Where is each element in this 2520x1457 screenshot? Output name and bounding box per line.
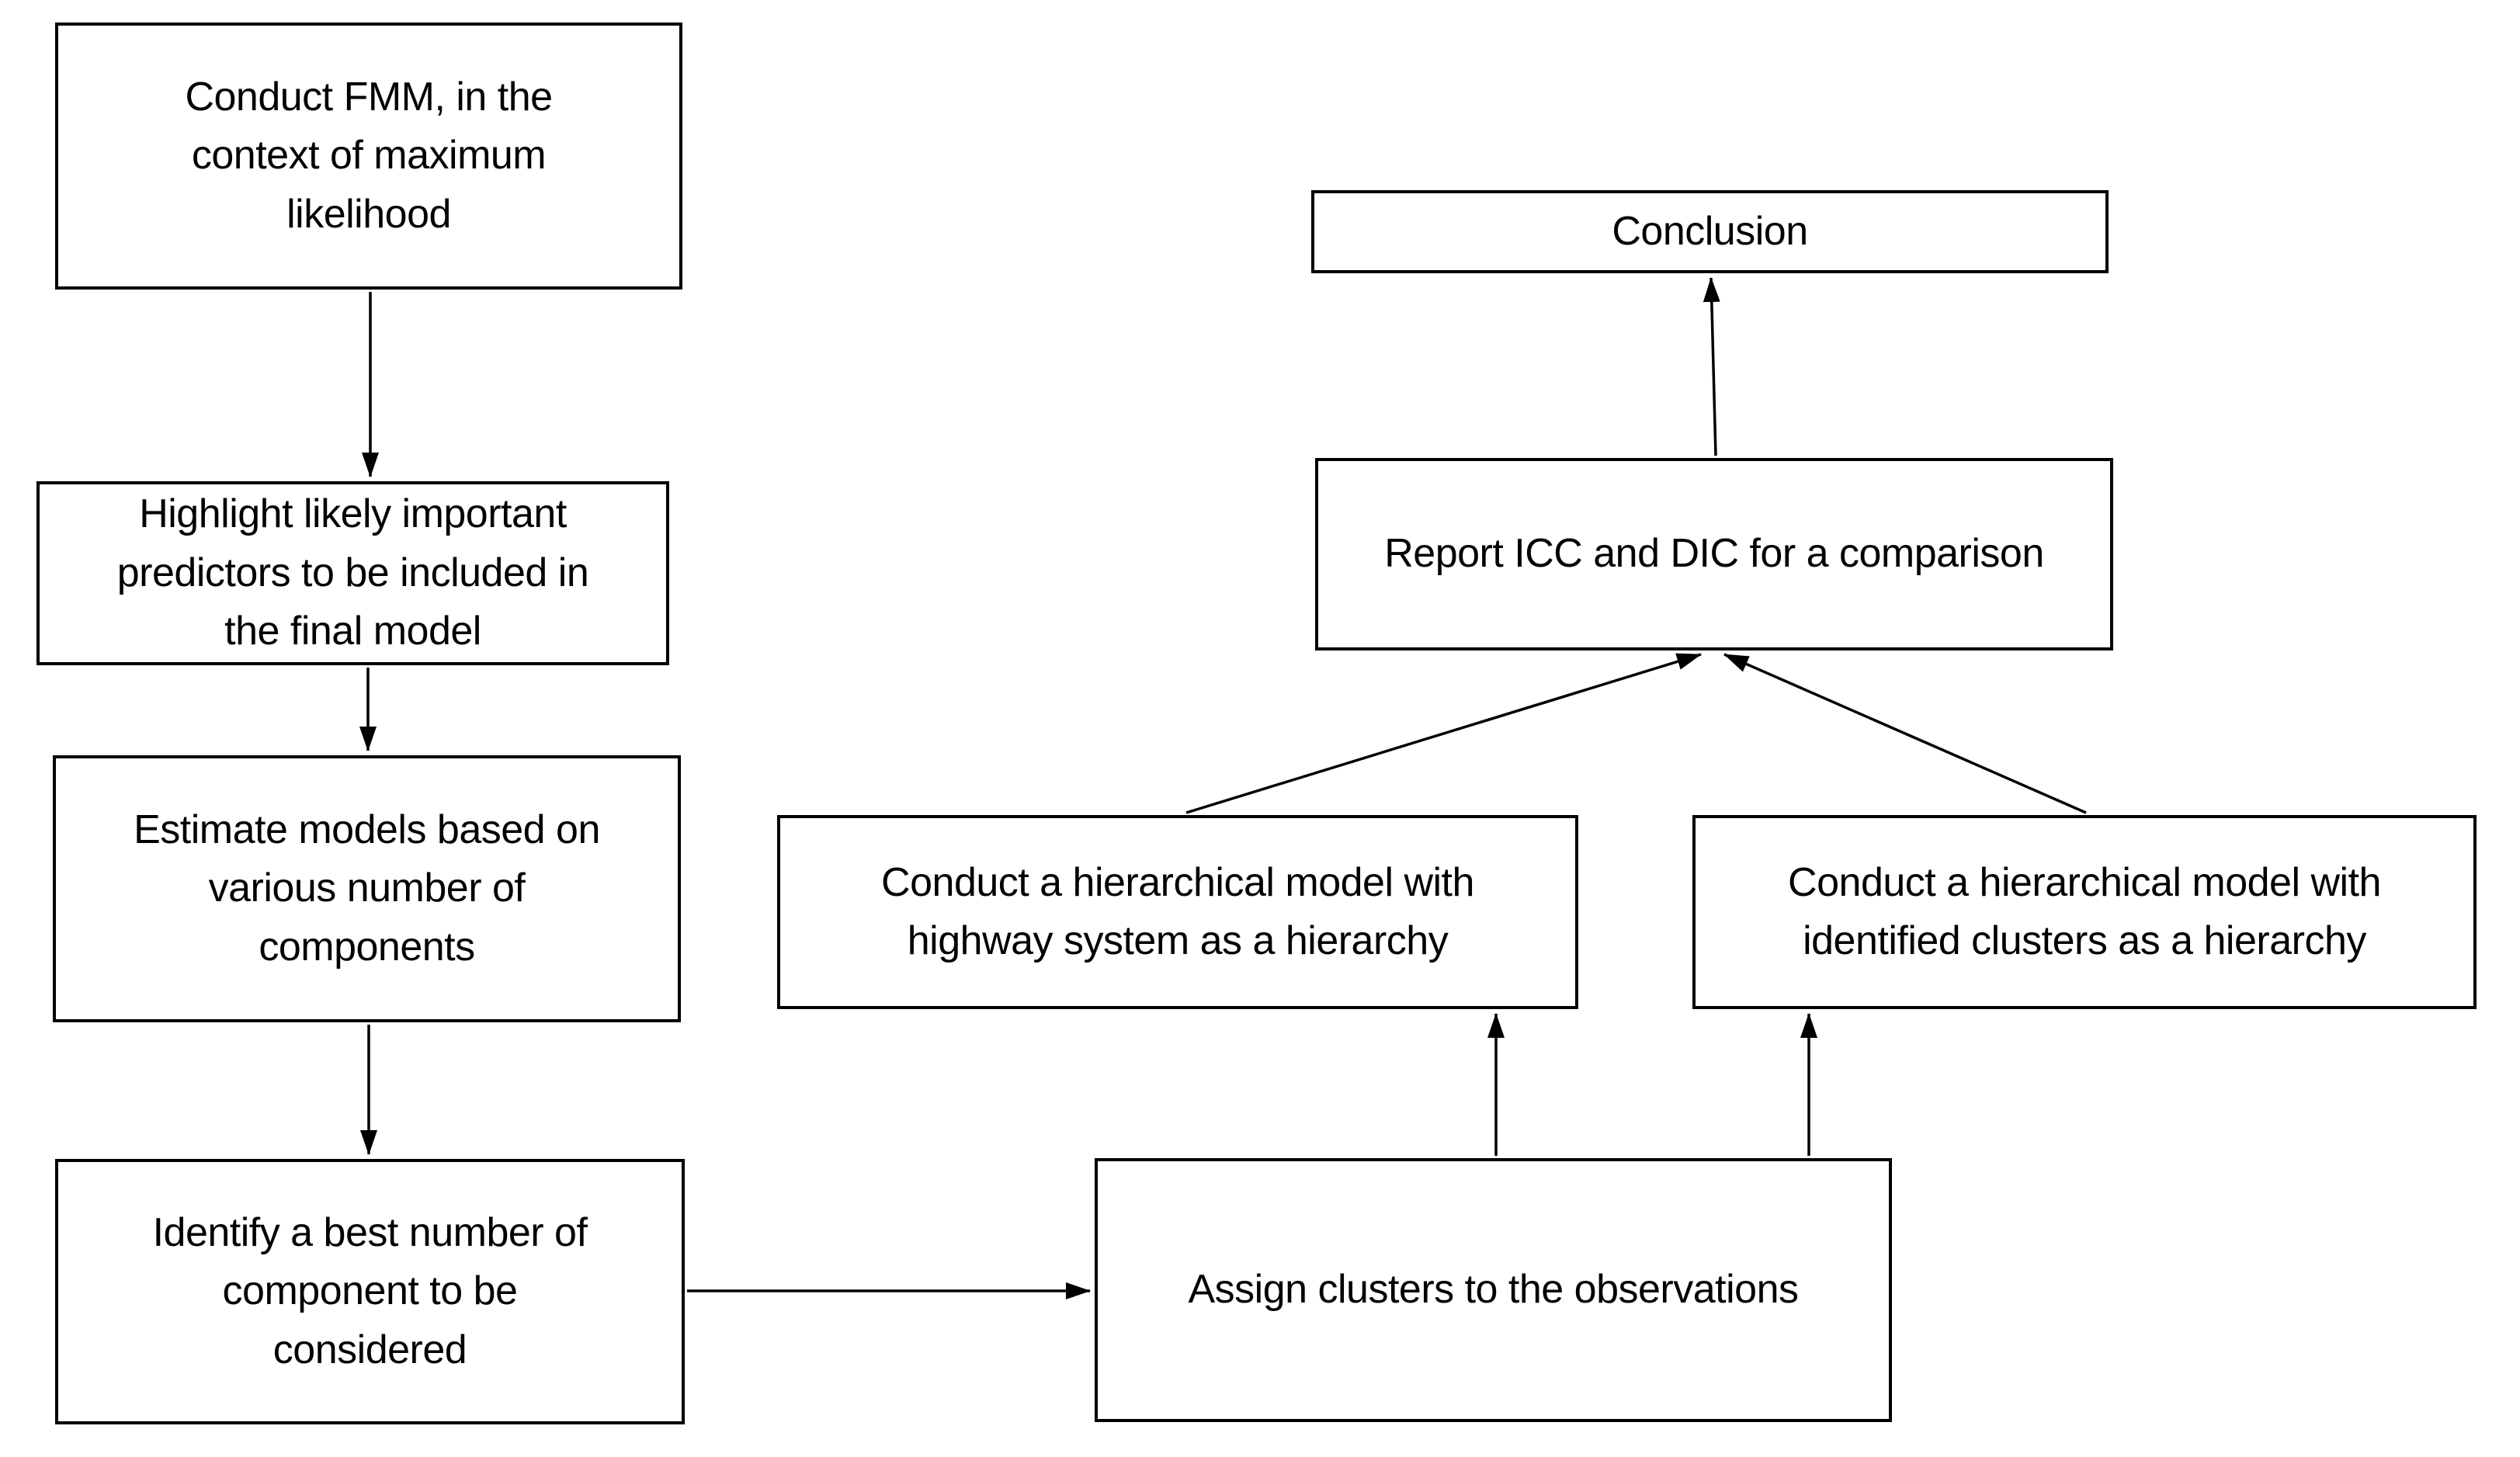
node-highlight-predictors-label: Highlight likely important predictors to… [116, 491, 589, 654]
node-conduct-fmm: Conduct FMM, in the context of maximum l… [55, 23, 682, 290]
node-identify-best-number: Identify a best number of component to b… [55, 1159, 685, 1424]
node-conclusion: Conclusion [1311, 190, 2109, 273]
node-hierarchical-highway: Conduct a hierarchical model with highwa… [777, 815, 1578, 1009]
node-identify-best-number-label: Identify a best number of component to b… [152, 1209, 588, 1372]
node-hierarchical-highway-label: Conduct a hierarchical model with highwa… [881, 859, 1474, 963]
node-conduct-fmm-label: Conduct FMM, in the context of maximum l… [185, 74, 553, 237]
node-conclusion-label: Conclusion [1612, 208, 1808, 254]
arrow-report-to-conclusion [1703, 277, 1720, 456]
node-report-icc-dic-label: Report ICC and DIC for a comparison [1384, 531, 2044, 577]
node-highlight-predictors: Highlight likely important predictors to… [36, 481, 669, 665]
node-hierarchical-clusters: Conduct a hierarchical model with identi… [1692, 815, 2477, 1009]
node-assign-clusters-label: Assign clusters to the observations [1188, 1267, 1799, 1313]
node-estimate-models-label: Estimate models based on various number … [134, 807, 600, 970]
node-estimate-models: Estimate models based on various number … [53, 755, 681, 1022]
node-hierarchical-clusters-label: Conduct a hierarchical model with identi… [1788, 859, 2381, 963]
arrow-highway-to-report [1185, 653, 1702, 814]
node-assign-clusters: Assign clusters to the observations [1095, 1158, 1892, 1422]
arrow-clusters-to-report [1723, 653, 2087, 814]
node-report-icc-dic: Report ICC and DIC for a comparison [1315, 458, 2113, 650]
